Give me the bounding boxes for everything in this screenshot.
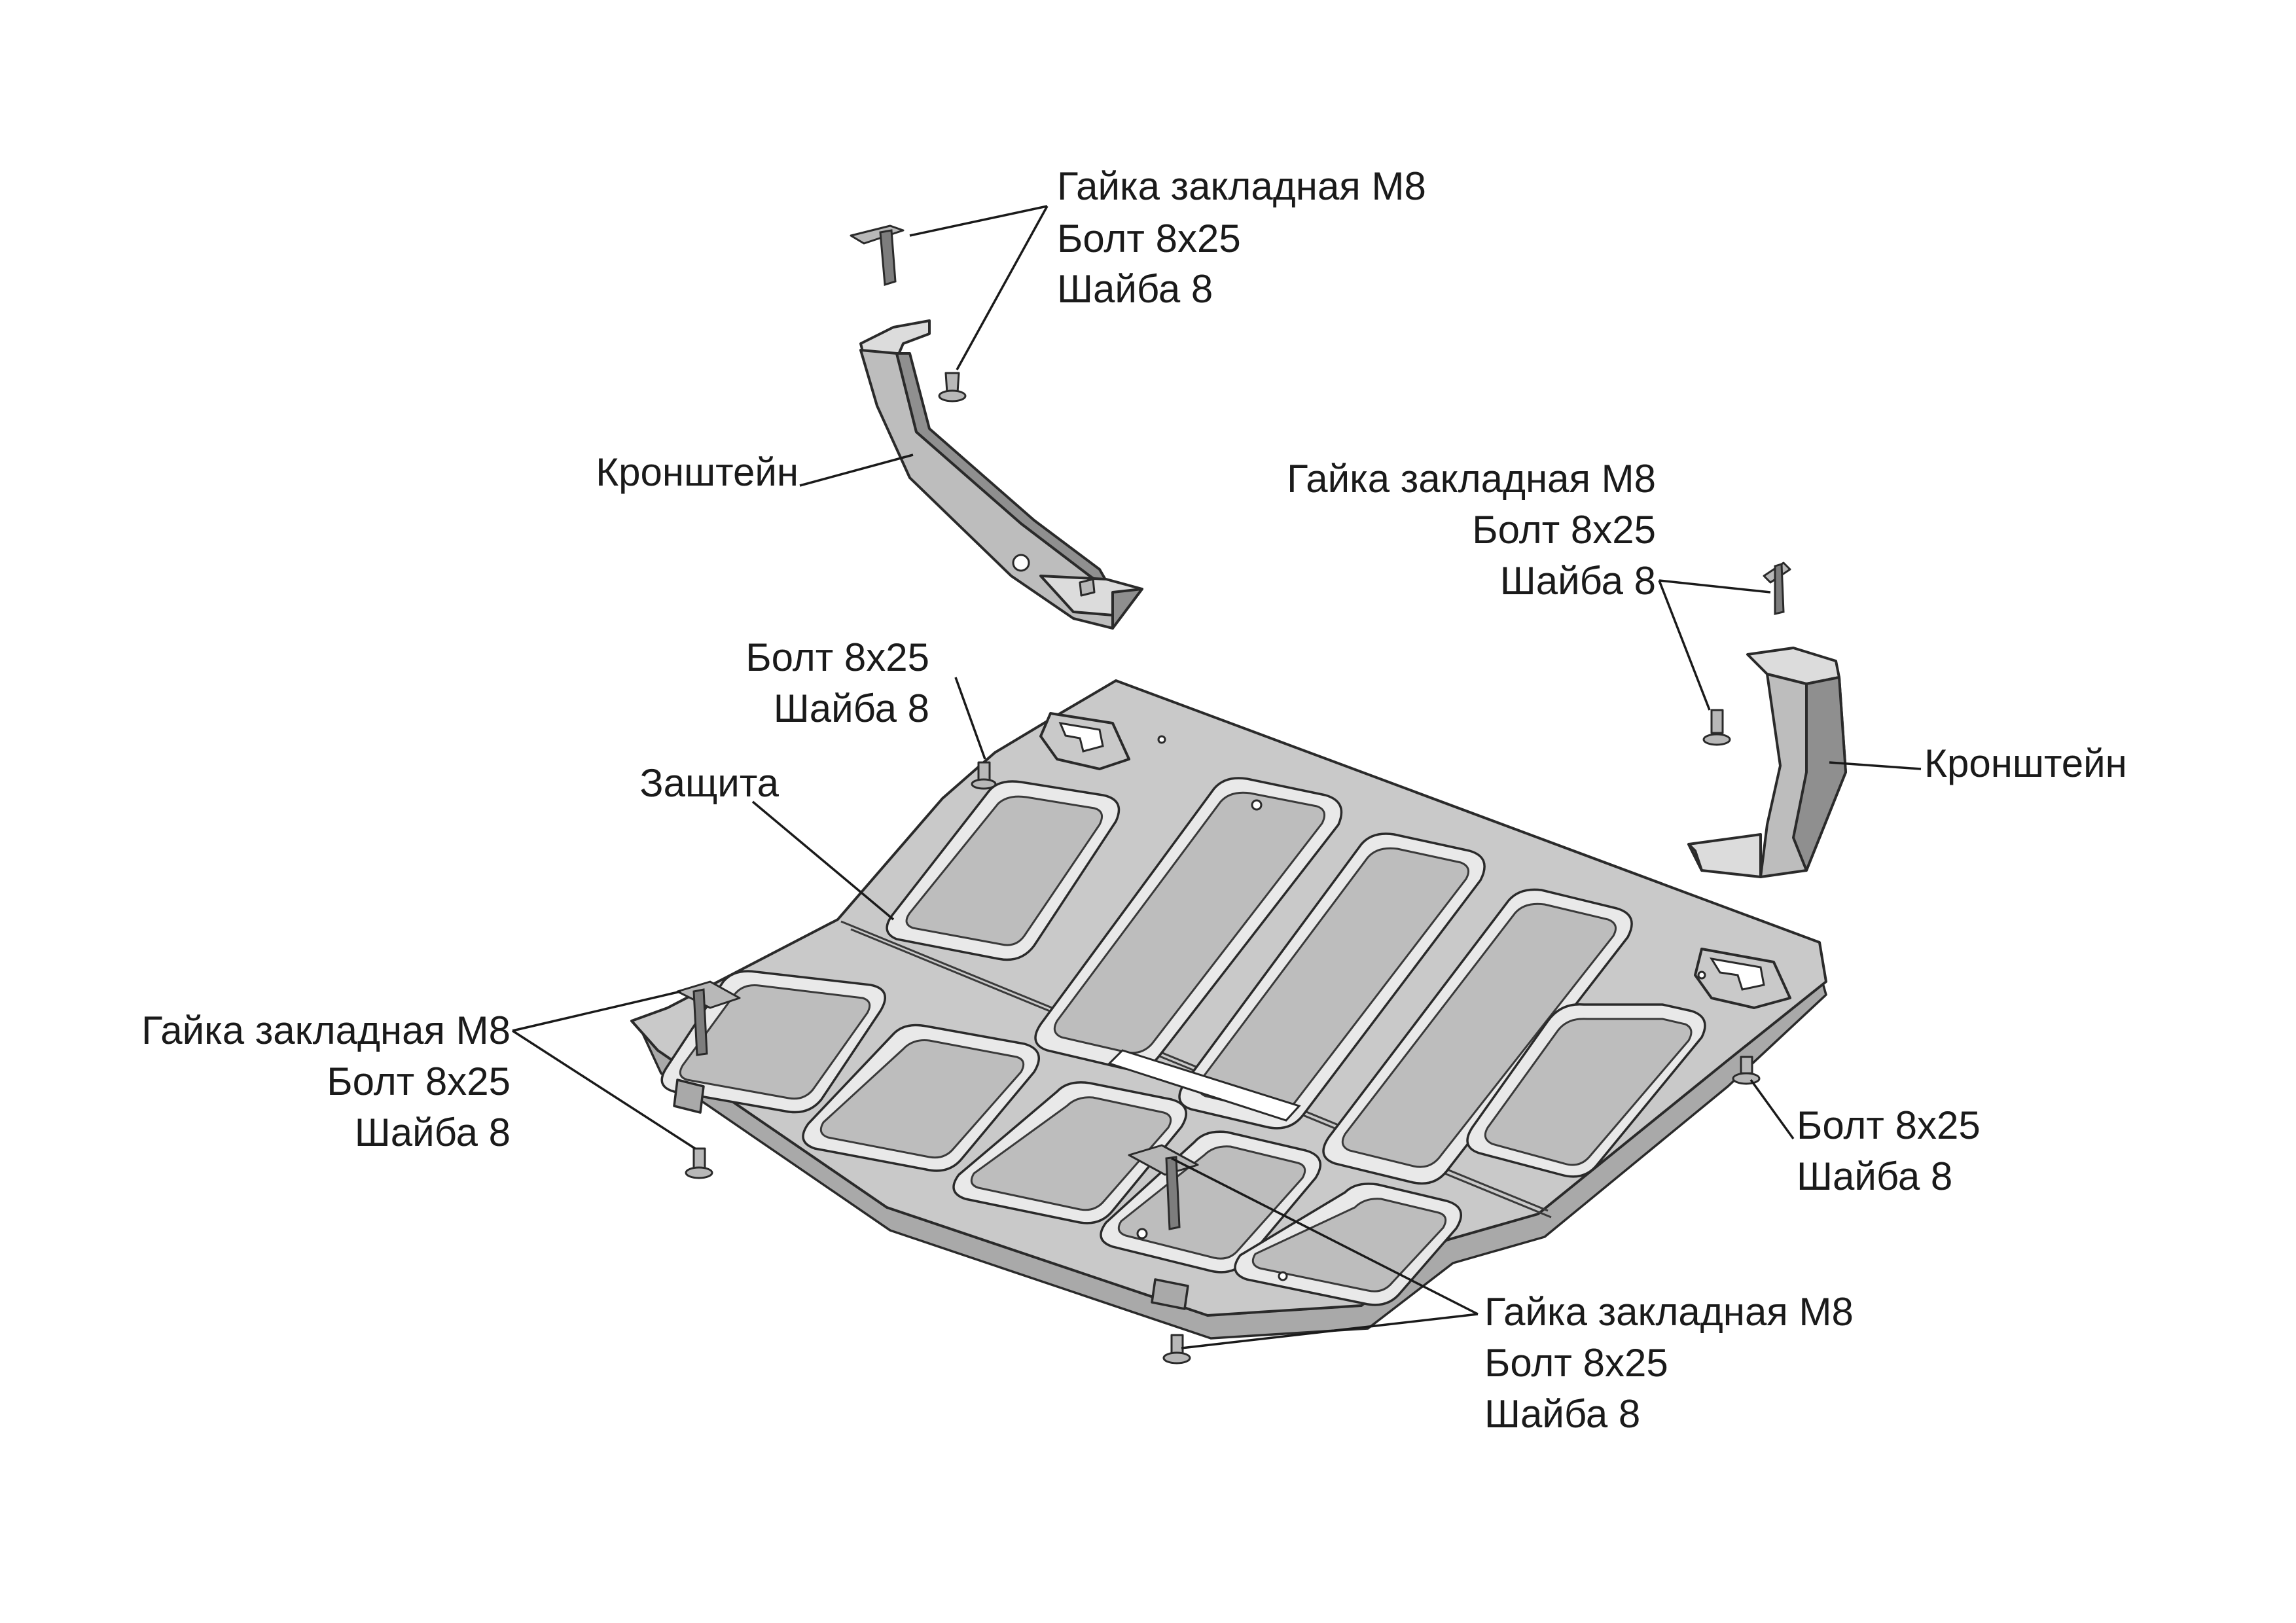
rear-stiffening-ribs [886,777,1706,1185]
protection-plate [630,679,1827,1340]
label-plate: Защита [639,761,779,805]
callout-plate-rear-bolt: Болт 8х25 Шайба 8 [745,635,929,730]
fastener-hardware [676,224,1791,1364]
label-bolt: Болт 8х25 [1472,508,1656,552]
plate-slot [1107,1049,1301,1122]
label-washer: Шайба 8 [774,687,929,730]
right-bracket [1687,647,1847,878]
callout-top-fasteners: Гайка закладная М8 Болт 8х25 Шайба 8 [1057,164,1426,311]
label-insert-nut: Гайка закладная М8 [1057,164,1426,208]
rear-mounting-ears [1039,712,1791,1281]
label-insert-nut: Гайка закладная М8 [1287,457,1656,501]
label-left-bracket: Кронштейн [596,450,798,494]
label-washer: Шайба 8 [1057,267,1213,311]
label-right-bracket: Кронштейн [1924,741,2127,785]
callout-center-fasteners: Гайка закладная М8 Болт 8х25 Шайба 8 [1484,1290,1854,1436]
label-washer: Шайба 8 [355,1111,511,1154]
label-bolt: Болт 8х25 [1057,217,1241,260]
front-mounting-tabs [673,1079,1189,1310]
callout-right-bolt: Болт 8х25 Шайба 8 [1797,1103,1981,1198]
label-bolt: Болт 8х25 [1484,1341,1668,1385]
left-bracket [859,319,1143,630]
leader-lines [512,205,1922,1349]
label-bolt: Болт 8х25 [745,635,929,679]
front-stiffening-ribs [660,970,1462,1306]
callout-left-front-fasteners: Гайка закладная М8 Болт 8х25 Шайба 8 [141,1008,511,1154]
callout-right-fasteners: Гайка закладная М8 Болт 8х25 Шайба 8 [1287,457,1656,603]
label-insert-nut: Гайка закладная М8 [1484,1290,1854,1334]
label-washer: Шайба 8 [1797,1154,1952,1198]
label-bolt: Болт 8х25 [327,1060,511,1103]
label-washer: Шайба 8 [1484,1392,1640,1436]
label-washer: Шайба 8 [1500,559,1656,603]
label-insert-nut: Гайка закладная М8 [141,1008,511,1052]
label-bolt: Болт 8х25 [1797,1103,1981,1147]
